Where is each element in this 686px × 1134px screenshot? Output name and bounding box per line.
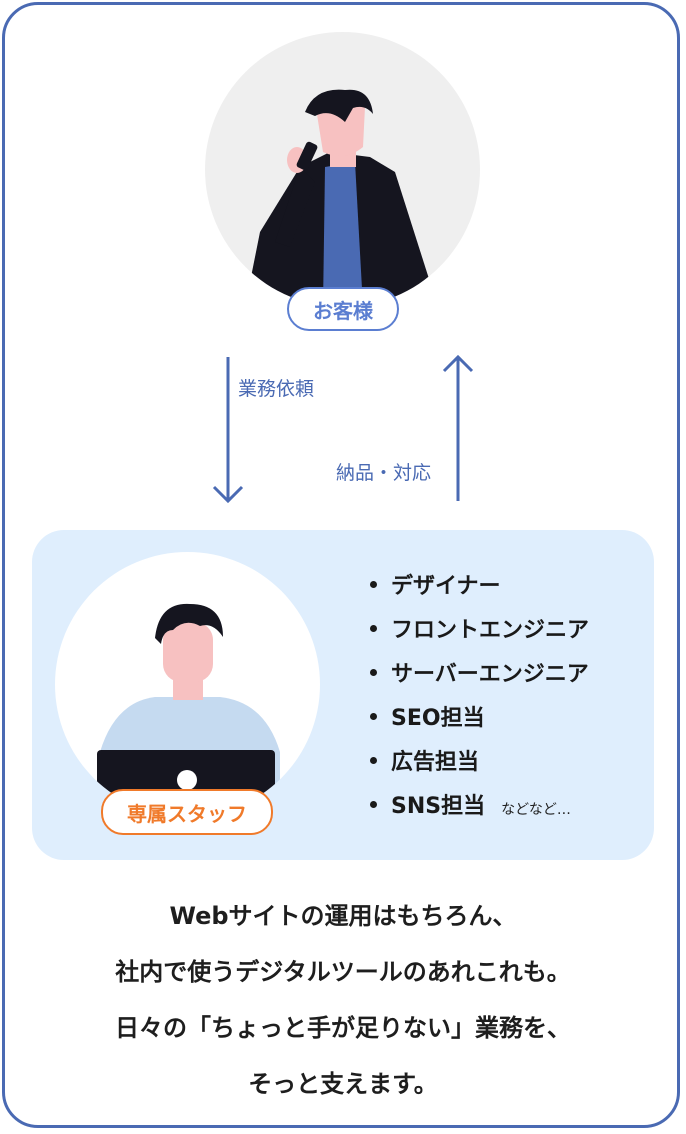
customer-avatar <box>205 32 480 307</box>
bullet-icon <box>370 800 377 808</box>
request-label: 業務依頼 <box>238 378 315 400</box>
role-item: デザイナー <box>368 562 589 606</box>
bullet-icon <box>370 668 377 676</box>
customer-illustration <box>245 89 435 307</box>
bullet-icon <box>370 756 377 764</box>
request-arrow-icon <box>212 357 244 504</box>
bullet-icon <box>370 580 377 588</box>
delivery-arrow-icon <box>442 354 474 501</box>
bullet-icon <box>370 624 377 632</box>
staff-label: 専属スタッフ <box>101 789 273 835</box>
delivery-label: 納品・対応 <box>336 462 432 484</box>
role-item: 広告担当 <box>368 738 589 782</box>
staff-role-list: デザイナー フロントエンジニア サーバーエンジニア SEO担当 広告担当 SNS… <box>368 562 589 826</box>
message-line: 社内で使うデジタルツールのあれこれも。 <box>115 958 571 986</box>
role-item: SEO担当 <box>368 694 589 738</box>
etc-note: などなど… <box>501 802 571 818</box>
message-block: Webサイトの運用はもちろん、 社内で使うデジタルツールのあれこれも。 日々の「… <box>0 888 686 1112</box>
message-line: そっと支えます。 <box>248 1070 438 1098</box>
role-item: フロントエンジニア <box>368 606 589 650</box>
role-item: SNS担当などなど… <box>368 782 589 826</box>
bullet-icon <box>370 712 377 720</box>
message-line: 日々の「ちょっと手が足りない」業務を、 <box>115 1014 571 1042</box>
customer-label: お客様 <box>287 287 399 331</box>
message-line: Webサイトの運用はもちろん、 <box>169 902 517 930</box>
staff-illustration <box>97 603 280 817</box>
role-item: サーバーエンジニア <box>368 650 589 694</box>
staff-avatar <box>55 552 320 817</box>
